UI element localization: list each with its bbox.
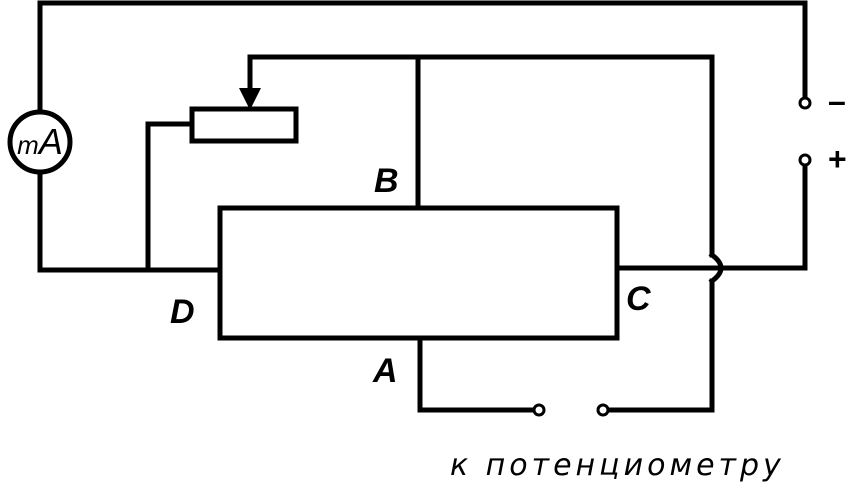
milliammeter-symbol: mA	[17, 121, 63, 162]
terminal-pot-left	[532, 403, 546, 417]
wire-ammeter-to-d	[37, 168, 223, 273]
milliammeter-symbol-m: m	[17, 130, 39, 160]
label-a: A	[372, 352, 398, 390]
label-c: C	[626, 280, 651, 318]
slider-arrow-icon	[239, 88, 261, 110]
caption-potentiometer: к потенциометру	[450, 448, 785, 483]
milliammeter	[7, 109, 73, 175]
wire-right-lower	[602, 278, 715, 413]
wire-rheostat-left	[145, 121, 195, 273]
sign-minus: –	[828, 83, 846, 119]
terminal-pot-right	[596, 403, 610, 417]
sign-plus: +	[828, 141, 847, 177]
label-d: D	[170, 293, 195, 331]
wire-top-loop	[37, 0, 808, 116]
wire-a-to-pot	[417, 337, 537, 413]
label-b: B	[374, 162, 399, 200]
wire-c-to-plus	[614, 163, 808, 271]
wire-slider-top	[247, 54, 715, 258]
terminal-plus	[798, 153, 812, 167]
sample-block	[217, 205, 620, 341]
rheostat-resistor	[189, 106, 299, 144]
milliammeter-symbol-a: A	[37, 121, 63, 162]
terminal-minus	[798, 96, 812, 110]
